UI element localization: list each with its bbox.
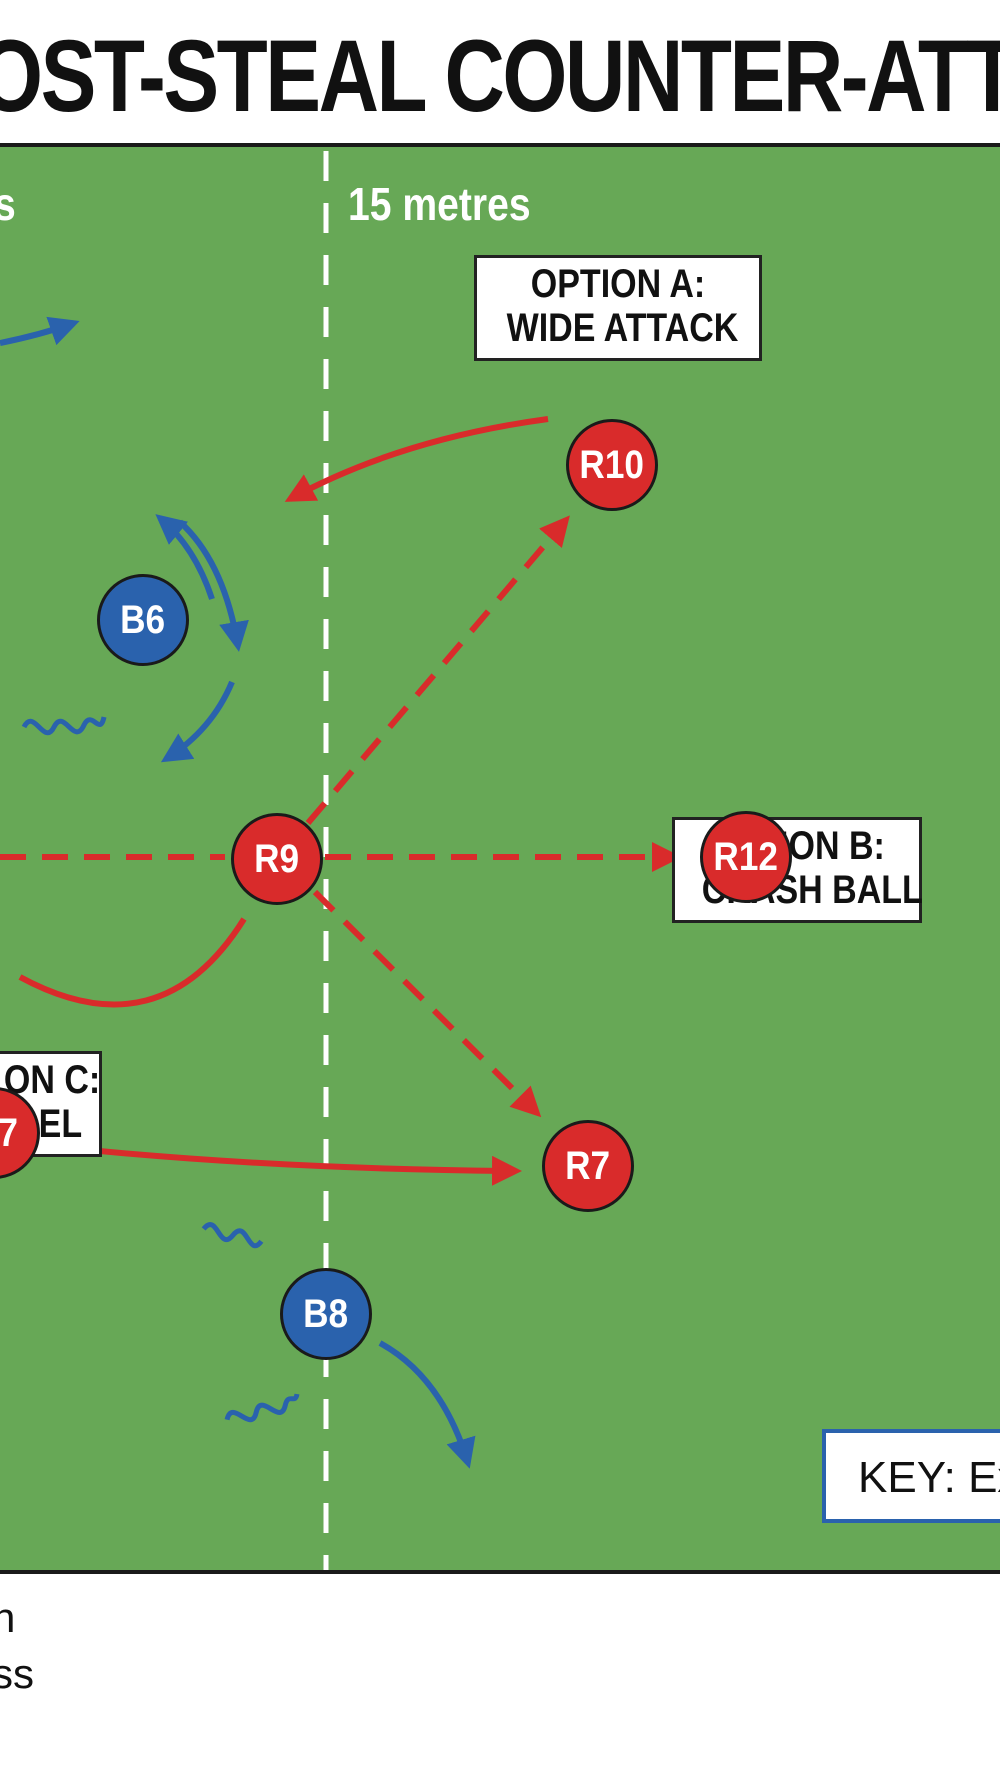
player-r9: R9 [231, 813, 323, 905]
wave-icon [224, 1393, 300, 1423]
player-r7-right: R7 [542, 1120, 634, 1212]
pass-line-to-r7 [312, 889, 542, 1118]
blue-arrow-b6-drift-up [155, 514, 215, 600]
diagram-title: OST-STEAL COUNTER-ATT [0, 19, 1000, 133]
blue-arrow-b6-drift-mid [177, 519, 249, 652]
blue-arrow-b6-drift-down [160, 680, 235, 763]
loop-run-r9 [18, 917, 247, 1008]
wave-icon [21, 716, 107, 736]
option-a-line2: WIDE ATTACK [506, 306, 739, 350]
legend-text-line2: ss [0, 1650, 34, 1697]
pass-line-to-r10 [305, 515, 570, 825]
wave-icon [201, 1222, 264, 1249]
pitch: s 15 metres OPTION A: WIDE ATTACK OPTION… [0, 143, 1000, 1574]
run-line-r7 [39, 1142, 522, 1186]
line-metre-label: 15 metres [348, 178, 531, 230]
player-r10: R10 [566, 419, 658, 511]
option-a-box: OPTION A: WIDE ATTACK [474, 255, 762, 361]
player-r12: R12 [700, 811, 792, 903]
blue-arrow-b8 [378, 1340, 476, 1469]
diagram-title-bar: OST-STEAL COUNTER-ATT [0, 0, 1000, 145]
run-line-r10 [284, 416, 549, 502]
left-metre-label: s [0, 177, 16, 231]
player-b8: B8 [280, 1268, 372, 1360]
legend-text-line1: n [0, 1594, 16, 1641]
key-label: KEY: Ex [858, 1453, 1000, 1502]
blue-arrow-top [0, 316, 80, 346]
option-a-line1: OPTION A: [530, 262, 706, 306]
player-b6: B6 [97, 574, 189, 666]
option-c-line2: EL [38, 1102, 83, 1146]
key-box: KEY: Ex [822, 1429, 1000, 1523]
